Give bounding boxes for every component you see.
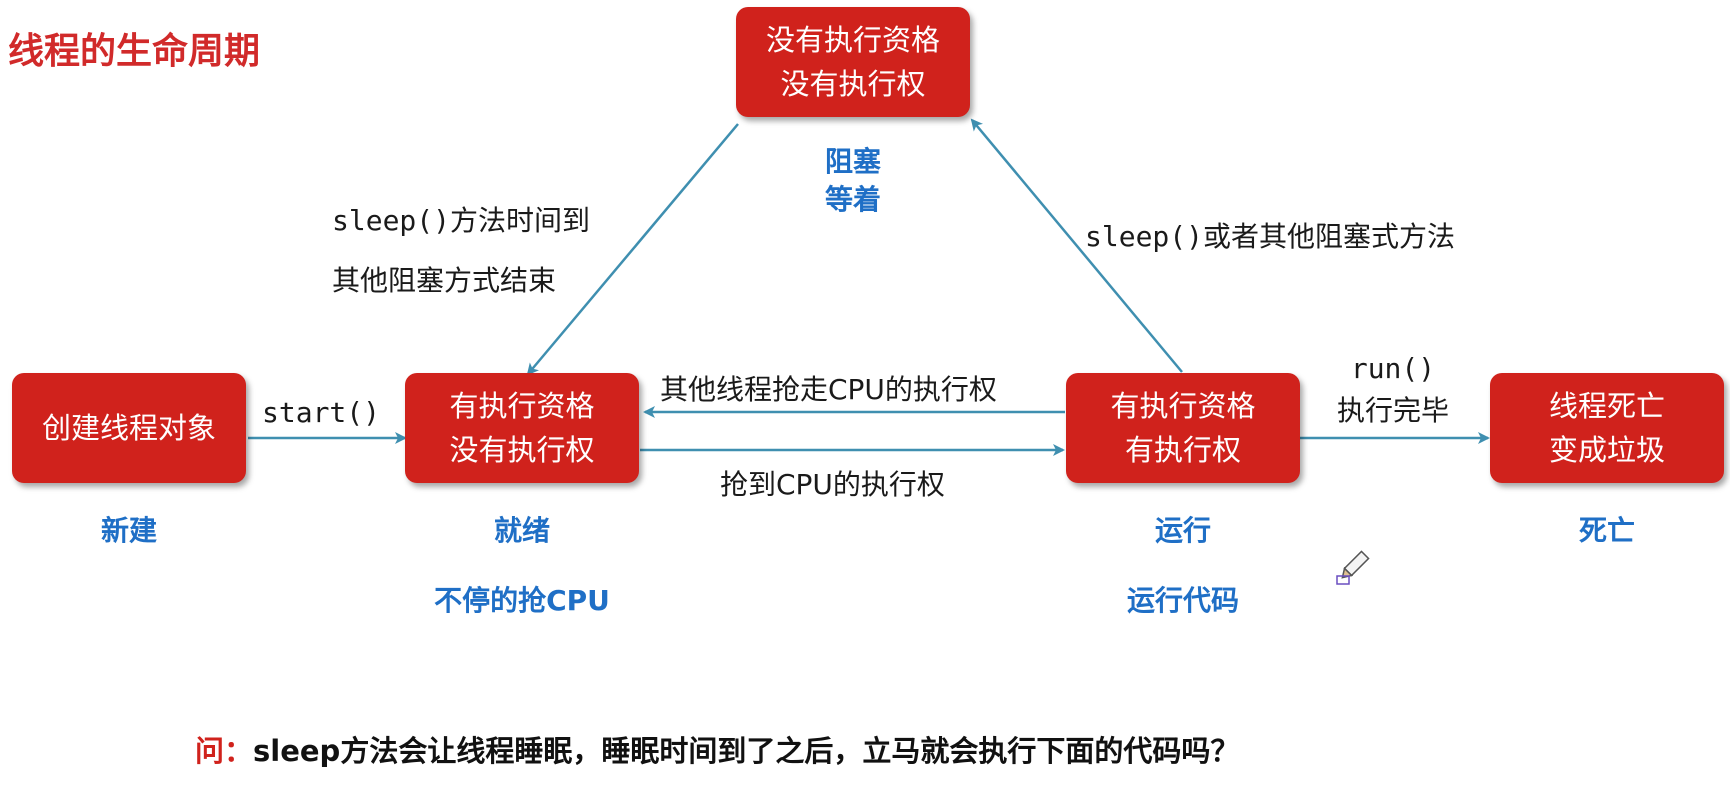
node-dead: 线程死亡 变成垃圾 (1490, 373, 1724, 483)
node-running-line-2: 有执行权 (1124, 433, 1241, 467)
node-ready: 有执行资格 没有执行权 (405, 373, 639, 483)
state-dead-label: 死亡 (1578, 514, 1635, 547)
edge-preempted-label: 其他线程抢走CPU的执行权 (660, 373, 997, 406)
question: 问：sleep方法会让线程睡眠，睡眠时间到了之后，立马就会执行下面的代码吗？ (195, 728, 1239, 770)
state-running-label: 运行 (1154, 514, 1211, 547)
question-text: sleep方法会让线程睡眠，睡眠时间到了之后，立马就会执行下面的代码吗？ (253, 734, 1240, 768)
edge-to-blocked-text: 或者其他阻塞式方法 (1203, 220, 1456, 253)
edge-from-blocked-line-1: sleep()方法时间到 (332, 204, 591, 237)
edge-acquired-label: 抢到CPU的执行权 (720, 468, 945, 501)
edge-to-blocked-label: sleep()或者其他阻塞式方法 (1085, 215, 1455, 255)
state-ready-label: 就绪 (493, 514, 550, 547)
node-new: 创建线程对象 (12, 373, 246, 483)
edge-to-blocked-arrow (970, 118, 1183, 373)
node-ready-line-2: 没有执行权 (449, 433, 595, 467)
state-blocked-label-2: 等着 (824, 183, 881, 216)
node-dead-line-1: 线程死亡 (1548, 389, 1665, 423)
state-ready-note-label: 不停的抢CPU (434, 584, 610, 617)
pencil-icon (1335, 548, 1371, 590)
question-label: 问： (195, 734, 254, 768)
edge-run-done-line-2: 执行完毕 (1336, 394, 1449, 427)
edge-start-label: start() (262, 396, 381, 429)
edge-from-blocked-label: sleep()方法时间到 其他阻塞方式结束 (332, 191, 590, 311)
state-new: 新建 (79, 512, 179, 550)
edge-from-blocked-line-2: 其他阻塞方式结束 (332, 264, 557, 297)
edge-from-blocked-arrow (526, 123, 739, 376)
state-blocked-label-1: 阻塞 (824, 145, 881, 178)
edge-run-done-line-1: run() (1350, 352, 1436, 385)
state-new-label: 新建 (100, 514, 157, 547)
node-blocked-line-2: 没有执行权 (780, 67, 926, 101)
node-blocked: 没有执行资格 没有执行权 (736, 7, 970, 117)
state-running-note-label: 运行代码 (1126, 584, 1239, 617)
state-dead: 死亡 (1557, 512, 1657, 550)
node-dead-line-2: 变成垃圾 (1548, 433, 1665, 467)
node-ready-line-1: 有执行资格 (449, 389, 595, 423)
node-new-line-1: 创建线程对象 (41, 411, 216, 445)
edge-run-done-label: run() 执行完毕 (1318, 348, 1468, 432)
node-running-line-1: 有执行资格 (1110, 389, 1256, 423)
state-running: 运行 (1133, 512, 1233, 550)
state-ready-note: 不停的抢CPU (402, 582, 642, 620)
node-running: 有执行资格 有执行权 (1066, 373, 1300, 483)
state-blocked: 阻塞 等着 (803, 143, 903, 219)
state-running-note: 运行代码 (1093, 582, 1273, 620)
diagram-title: 线程的生命周期 (8, 31, 261, 72)
state-ready: 就绪 (472, 512, 572, 550)
edge-to-blocked-code: sleep() (1085, 220, 1204, 253)
node-blocked-line-1: 没有执行资格 (765, 23, 940, 57)
